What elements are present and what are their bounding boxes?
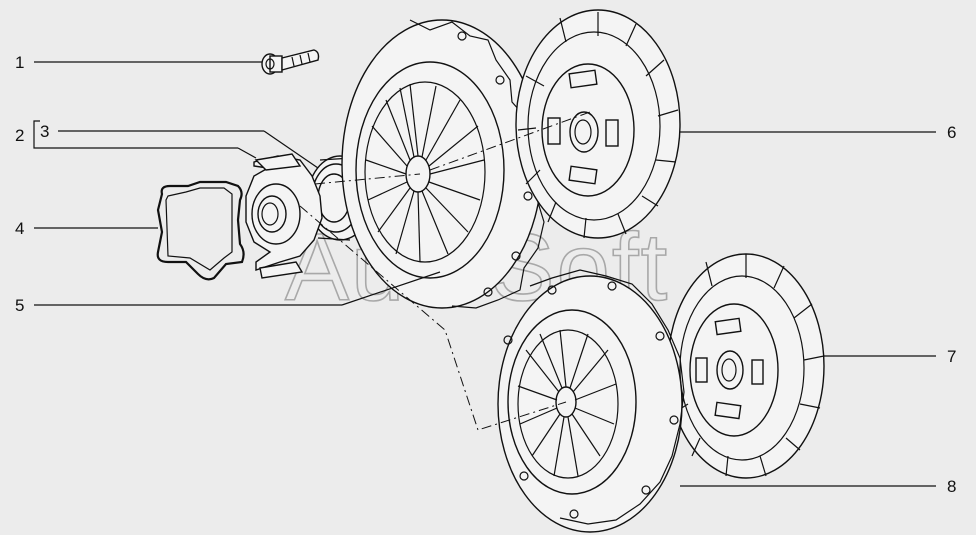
bearing-carrier-part	[245, 153, 323, 279]
callout-4: 4	[15, 219, 24, 238]
center-axis-line	[299, 111, 591, 431]
callout-3: 3	[40, 122, 49, 141]
clutch-disc-lower-part	[667, 253, 825, 479]
callout-2: 2	[15, 126, 24, 145]
callout-1: 1	[15, 53, 24, 72]
callout-labels: 1 2 3 4 5 6 7 8	[15, 53, 956, 496]
leader-line-5b	[341, 271, 441, 306]
spring-clip-part	[156, 180, 245, 281]
clutch-disc-upper-part	[515, 9, 681, 239]
leader-line-3b	[263, 130, 319, 169]
pressure-plate-upper-part	[341, 19, 545, 309]
leader-lines	[33, 61, 936, 487]
callout-5: 5	[15, 296, 24, 315]
leader-line-2b	[237, 147, 257, 159]
pressure-plate-lower-part	[497, 269, 685, 533]
callout-7: 7	[947, 347, 956, 366]
callout-6: 6	[947, 123, 956, 142]
bracket-2	[33, 120, 40, 149]
callout-8: 8	[947, 477, 956, 496]
bolt-part	[261, 49, 320, 75]
